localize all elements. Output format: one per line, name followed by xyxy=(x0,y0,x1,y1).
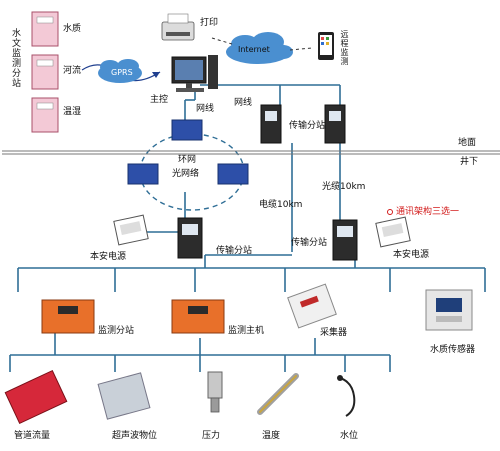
ground-divider xyxy=(2,150,500,155)
gprs-cloud xyxy=(98,59,142,83)
power-left-label: 本安电源 xyxy=(90,252,127,262)
sensor-label-pipe-flow: 管道流量 xyxy=(14,431,51,441)
power-supplies xyxy=(113,214,411,248)
monitor-host-label: 监测主机 xyxy=(228,326,265,336)
hydro-item-water-quality: 水质 xyxy=(63,24,82,34)
ring-label-line1: 环网 xyxy=(178,155,197,165)
transmission-station-right-label: 传输分站 xyxy=(291,238,328,248)
gprs-label: GPRS xyxy=(111,68,133,77)
ground-above-label: 地面 xyxy=(458,138,477,148)
collector-icon xyxy=(287,283,337,329)
cable-label-right: 网线 xyxy=(234,98,253,108)
hydro-cabinets xyxy=(31,11,59,133)
sensor-label-temperature: 温度 xyxy=(262,431,281,441)
note-marker xyxy=(387,209,393,215)
orange-stations xyxy=(41,299,225,334)
printer-label: 打印 xyxy=(200,18,219,28)
water-quality-sensor-icon xyxy=(425,289,473,331)
transmission-station-left-label: 传输分站 xyxy=(216,246,253,256)
sensor-label-pressure: 压力 xyxy=(202,431,221,441)
power-right-label: 本安电源 xyxy=(393,250,430,260)
transmission-station-top-label: 传输分站 xyxy=(289,121,326,131)
architecture-note: 通讯架构三选一 xyxy=(396,207,460,217)
internet-label: Internet xyxy=(238,45,270,54)
collector-label: 采集器 xyxy=(320,328,348,338)
ring-label-line2: 光网络 xyxy=(172,169,200,179)
hydro-station-label: 水文监测分站 xyxy=(10,28,20,88)
internet-links xyxy=(211,37,313,51)
monitor-station-label: 监测分站 xyxy=(98,326,135,336)
internet-cloud xyxy=(226,32,293,64)
ring-switches xyxy=(127,119,249,185)
cable-label-left: 网线 xyxy=(196,104,215,114)
host-computer-icon xyxy=(171,55,218,92)
hydro-item-temp-humidity: 温湿 xyxy=(63,107,82,117)
remote-phone-icon xyxy=(318,32,334,60)
printer-icon xyxy=(161,13,195,41)
water-quality-sensor-label: 水质传感器 xyxy=(430,345,476,355)
hydro-item-river: 河流 xyxy=(63,66,82,76)
remote-label: 远程监测 xyxy=(340,30,349,66)
fiber-label: 光缆10km xyxy=(322,182,366,192)
sensor-label-water-level: 水位 xyxy=(340,431,359,441)
transmission-cabinets xyxy=(177,104,358,261)
cable-10km-label: 电缆10km xyxy=(259,200,303,210)
host-label: 主控 xyxy=(150,95,169,105)
bottom-sensors xyxy=(4,369,356,425)
sensor-label-ultrasonic-level: 超声波物位 xyxy=(112,431,158,441)
ground-below-label: 井下 xyxy=(460,157,479,167)
